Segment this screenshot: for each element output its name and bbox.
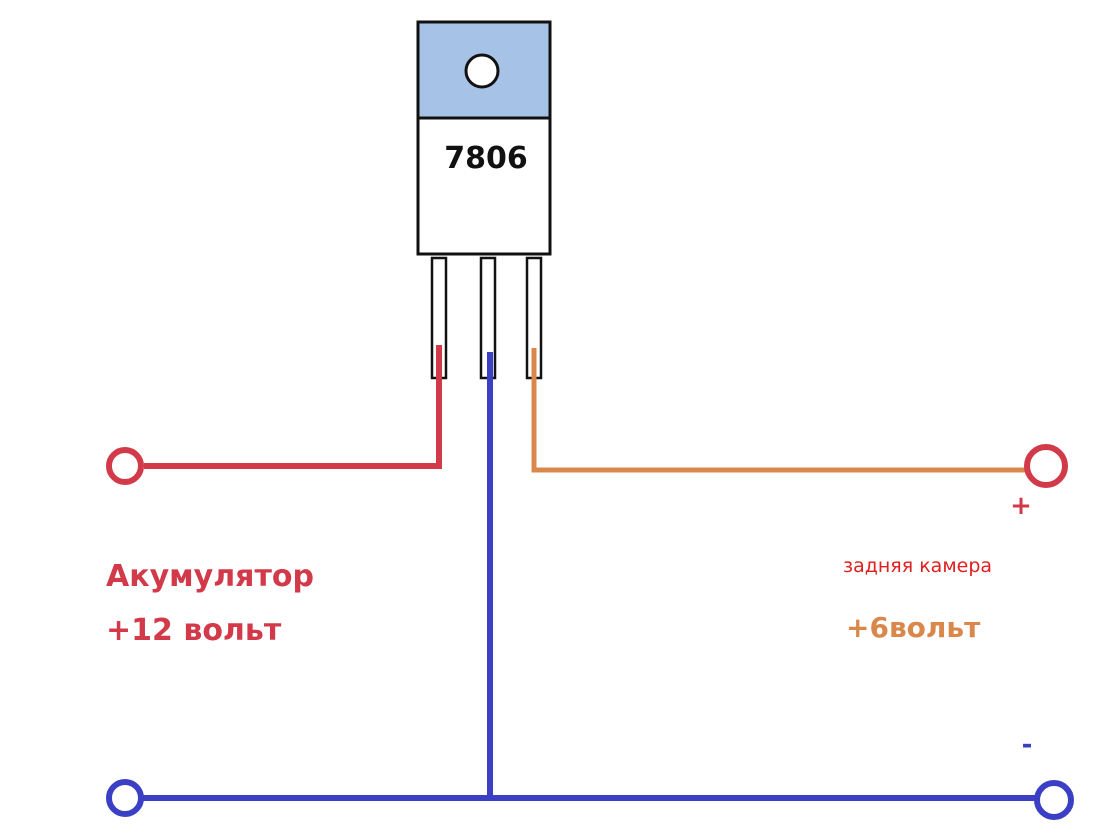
input-label-voltage: +12 вольт <box>106 613 282 648</box>
voltage-regulator: 7806 <box>416 20 552 256</box>
input-terminal <box>106 447 144 485</box>
ground-terminal-right <box>1034 780 1074 820</box>
plus-sign: + <box>1010 491 1032 521</box>
output-wire <box>531 348 1026 473</box>
output-terminal <box>1024 444 1068 488</box>
regulator-pins <box>430 256 543 380</box>
output-label-camera: задняя камера <box>843 555 992 577</box>
output-label-voltage: +6вольт <box>846 611 981 644</box>
minus-sign: - <box>1022 730 1033 760</box>
input-wire <box>144 345 442 469</box>
regulator-part-number: 7806 <box>444 141 528 176</box>
regulator-body <box>416 116 552 256</box>
mounting-hole-icon <box>464 53 500 89</box>
ground-terminal-left <box>106 779 144 817</box>
input-label-battery: Акумулятор <box>106 559 314 594</box>
